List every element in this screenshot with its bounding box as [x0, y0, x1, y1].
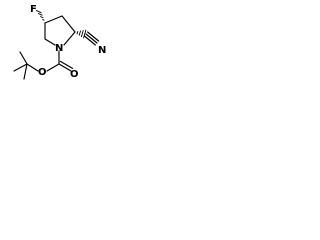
tbu-methyl-2 — [19, 51, 28, 65]
tbu-methyl-3 — [23, 63, 28, 80]
stereo-hash-bond-f — [35, 10, 46, 24]
stereo-hash-bond-cn — [76, 29, 87, 39]
bond-c2-n1 — [63, 31, 76, 46]
carbonyl-oxygen-label: O — [70, 69, 79, 80]
ester-oxygen-label: O — [38, 67, 47, 78]
bond-n1-c5 — [44, 38, 56, 46]
bond-ester-o-tbu — [26, 63, 39, 72]
tbu-methyl-1 — [13, 63, 28, 72]
bond-carbonyl-ester-o — [46, 63, 60, 72]
nitrile-bond-2 — [87, 31, 100, 42]
nitrile-bond-3 — [83, 35, 96, 46]
ring-nitrogen-label: N — [55, 43, 63, 54]
bond-c4-c3 — [44, 15, 63, 24]
carbonyl-double-bond-1 — [58, 63, 72, 72]
nitrile-nitrogen-label: N — [98, 45, 106, 56]
molecule-structure: F N O O N — [13, 4, 106, 80]
carbonyl-double-bond-2 — [59, 60, 74, 69]
bond-c3-c2 — [61, 15, 76, 33]
nitrile-bond-1 — [85, 33, 98, 44]
fluorine-atom-label: F — [30, 4, 37, 15]
